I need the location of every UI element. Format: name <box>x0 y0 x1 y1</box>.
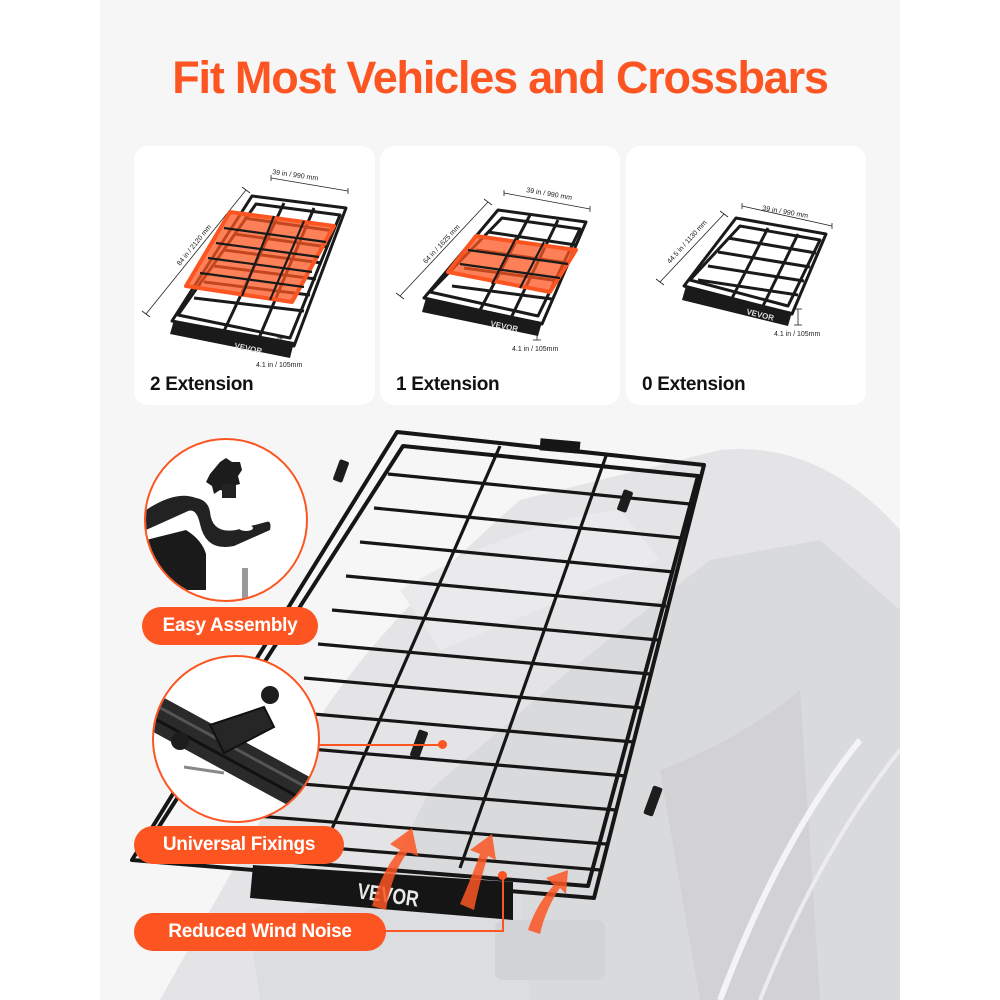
config-label: 1 Extension <box>396 374 500 395</box>
config-card-1-extension: VEVOR 39 in / 990 mm 64 in / 1625 mm 4.1… <box>380 146 620 405</box>
hero-product-scene: VEVOR Easy Assembly <box>100 410 900 1000</box>
config-label: 0 Extension <box>642 374 746 395</box>
wind-noise-callout-dot <box>498 871 507 880</box>
length-dimension: 44.5 in / 1130 mm <box>666 219 708 265</box>
universal-fixings-callout-dot <box>438 740 447 749</box>
config-label: 2 Extension <box>150 374 254 395</box>
page-title: Fit Most Vehicles and Crossbars <box>172 52 829 103</box>
feature-pill-reduced-wind-noise: Reduced Wind Noise <box>134 913 386 951</box>
config-card-2-extension: VEVOR 39 in / 990 mm 84 in / 2120 mm 4.1… <box>134 146 375 405</box>
config-card-0-extension: VEVOR 39 in / 990 mm 44.5 in / 1130 mm 4… <box>626 146 866 405</box>
universal-fixings-callout-line <box>318 744 442 746</box>
width-dimension: 39 in / 990 mm <box>762 205 809 220</box>
crossbar-clamp-icon <box>154 686 318 821</box>
car-roof-with-rack-illustration: VEVOR <box>130 430 900 1000</box>
height-dimension: 4.1 in / 105mm <box>774 331 820 338</box>
width-dimension: 39 in / 990 mm <box>526 187 573 202</box>
universal-fixings-detail-image <box>152 655 320 823</box>
rack-1-extension-illustration: VEVOR 39 in / 990 mm 64 in / 1625 mm 4.1… <box>395 187 591 353</box>
height-dimension: 4.1 in / 105mm <box>512 346 558 353</box>
wind-noise-callout-line-horizontal <box>384 930 504 932</box>
height-dimension: 4.1 in / 105mm <box>256 362 302 369</box>
width-dimension: 39 in / 990 mm <box>272 169 319 182</box>
feature-pill-universal-fixings: Universal Fixings <box>134 826 344 864</box>
feature-pill-easy-assembly: Easy Assembly <box>142 607 318 645</box>
product-infographic-panel: Fit Most Vehicles and Crossbars <box>100 0 900 1000</box>
rack-2-extension-illustration: VEVOR 39 in / 990 mm 84 in / 2120 mm 4.1… <box>141 169 349 369</box>
knob-bracket-hardware-icon <box>146 458 271 600</box>
easy-assembly-detail-image <box>144 438 308 602</box>
rack-0-extension-illustration: VEVOR 39 in / 990 mm 44.5 in / 1130 mm 4… <box>655 203 833 338</box>
wind-noise-callout-line-vertical <box>502 876 504 932</box>
